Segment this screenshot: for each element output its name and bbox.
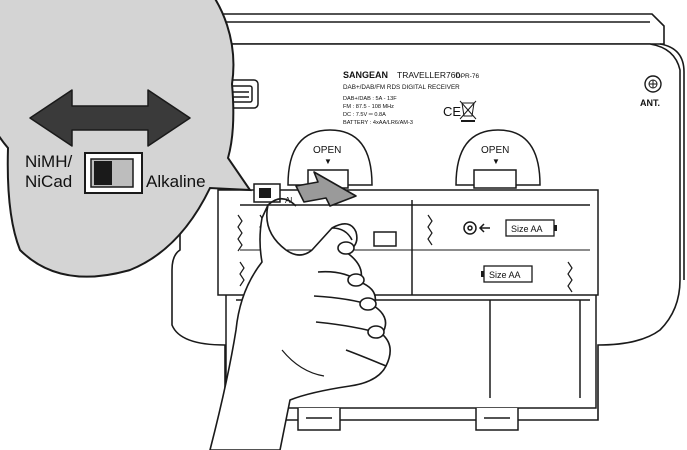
model-code-text: DPR-76 [456,73,480,80]
battery-slot-1-label: Size AA [511,224,543,234]
antenna-connector: ANT. [640,75,662,108]
battery-type-switch[interactable] [253,183,281,203]
antenna-label: ANT. [640,98,660,108]
spec-line-1: DAB+/DAB : 5A - 13F [343,96,397,102]
door-right-arrow: ▼ [492,157,500,166]
callout-label-alkaline: Alkaline [146,172,206,191]
battery-slot-1: Size AA [505,219,557,237]
spec-line-3: DC : 7.5V ═ 0.8A [343,112,386,118]
door-left-arrow: ▼ [324,157,332,166]
door-right-label: OPEN [481,145,509,156]
door-left-label: OPEN [313,145,341,156]
battery-door-right[interactable] [455,129,541,189]
battery-slot-2-label: Size AA [489,270,521,280]
hand-illustration [209,197,391,450]
brand-text: SANGEAN [343,70,388,80]
battery-slot-2: Size AA [481,265,533,283]
double-arrow-icon [29,89,191,147]
magnified-callout [0,0,252,278]
model-text: TRAVELLER760 [397,70,460,80]
weee-bin-icon [459,100,477,122]
ce-mark: CE [443,104,461,119]
callout-label-nicad: NiCad [25,172,72,191]
magnified-switch [84,152,143,194]
spec-line-4: BATTERY : 4xAA/LR6/AM-3 [343,120,413,126]
pointer-arrow [295,171,357,207]
subtitle-text: DAB+/DAB/FM RDS DIGITAL RECEIVER [343,84,460,91]
callout-label-nimh: NiMH/ [25,152,72,171]
spec-line-2: FM : 87.5 - 108 MHz [343,104,394,110]
spec-label: SANGEAN TRAVELLER760 DPR-76 DAB+/DAB/FM … [343,70,480,126]
